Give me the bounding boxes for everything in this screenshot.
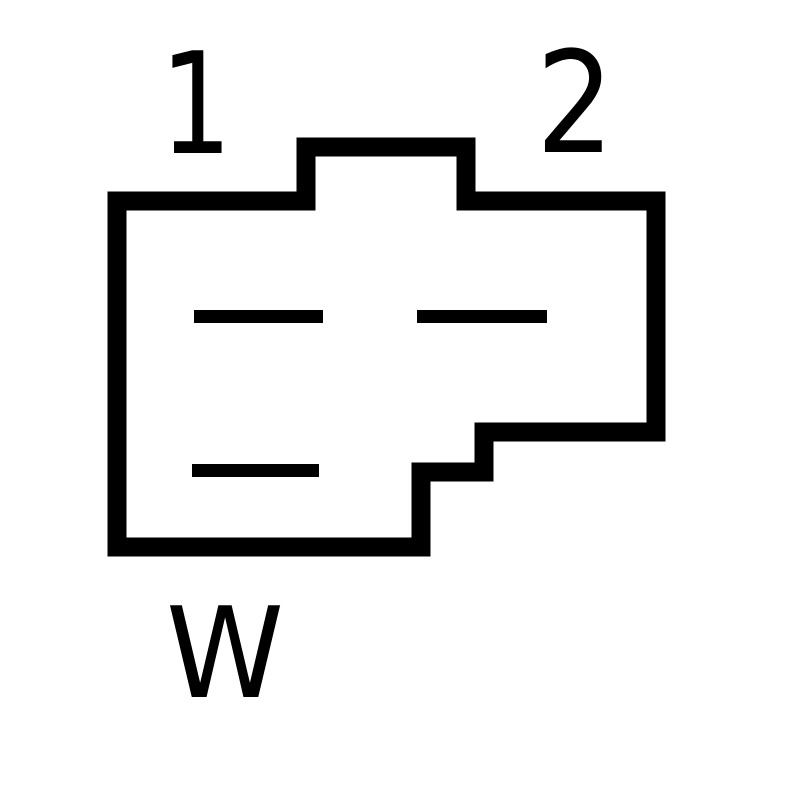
terminal-2-blade — [417, 310, 547, 323]
pin-2-label: 2 — [536, 22, 614, 186]
pin-w-label: W — [166, 580, 284, 727]
terminal-w-blade — [192, 464, 319, 477]
connector-outline — [107, 137, 666, 557]
terminal-1-blade — [194, 310, 323, 323]
pin-1-label: 1 — [160, 23, 232, 187]
